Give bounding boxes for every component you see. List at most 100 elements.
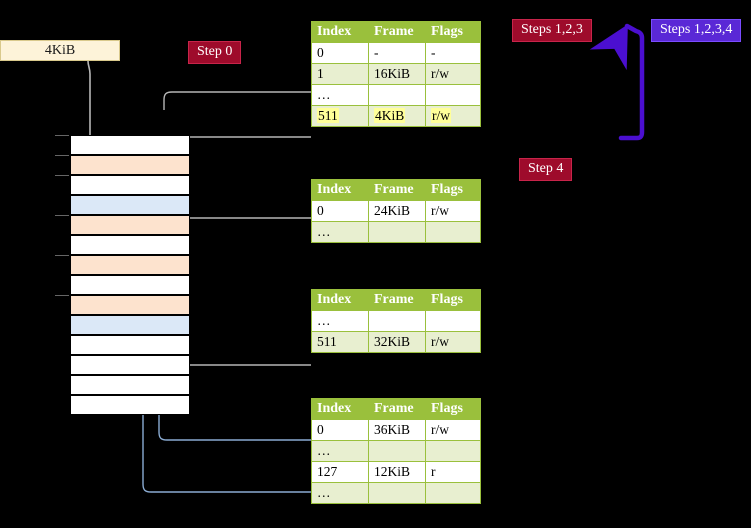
table-cell: [368, 221, 426, 243]
table-cell: …: [311, 84, 369, 106]
table-cell: [368, 440, 426, 462]
highlighted-value: 4KiB: [374, 108, 406, 123]
table-cell: 511: [311, 105, 369, 127]
table-cell: [368, 310, 426, 332]
memory-frame-row: [70, 335, 190, 355]
memory-frame-row: [70, 135, 190, 155]
memory-frame-row: [70, 375, 190, 395]
table-cell: …: [311, 482, 369, 504]
table-cell: [368, 482, 426, 504]
table-cell: …: [311, 440, 369, 462]
wire-table2-row511-to-memory: [168, 316, 311, 366]
memory-frame-row: [70, 155, 190, 175]
memory-frame-row: [70, 295, 190, 315]
table-row: …: [311, 440, 481, 462]
memory-frame-tick: [55, 295, 69, 296]
memory-frame-tick: [55, 255, 69, 256]
table-header-index: Index: [311, 289, 369, 311]
highlighted-value: r/w: [431, 108, 451, 123]
wire-table1-row0-to-memory: [177, 217, 311, 254]
table-cell: 4KiB: [368, 105, 426, 127]
table-cell: r/w: [425, 105, 481, 127]
badge-steps-1-2-3: Steps 1,2,3: [512, 19, 592, 42]
table-header-flags: Flags: [425, 21, 481, 43]
table-row: …: [311, 482, 481, 504]
table-cell: r/w: [425, 331, 481, 353]
table-row: 0--: [311, 42, 481, 64]
badge-step-0: Step 0: [188, 41, 242, 64]
table-row: …: [311, 310, 481, 332]
memory-frame-row: [70, 315, 190, 335]
table-row: 511 4KiB r/w: [311, 105, 481, 127]
table-header-flags: Flags: [425, 289, 481, 311]
memory-frame-tick: [55, 135, 69, 136]
badge-step-4: Step 4: [519, 158, 573, 181]
table-cell: 0: [311, 200, 369, 222]
memory-frame-row: [70, 235, 190, 255]
table-cell: [425, 84, 481, 106]
memory-frame-row: [70, 255, 190, 275]
table-cell: r/w: [425, 419, 481, 441]
table-cell: r/w: [425, 200, 481, 222]
table-cell: 36KiB: [368, 419, 426, 441]
table-row: …: [311, 221, 481, 243]
table-cell: 511: [311, 331, 369, 353]
table-cell: 1: [311, 63, 369, 85]
table-header-index: Index: [311, 398, 369, 420]
table-cell: 0: [311, 419, 369, 441]
table-cell: [425, 310, 481, 332]
table-cell: [368, 84, 426, 106]
table-header-index: Index: [311, 179, 369, 201]
table-cell: [425, 482, 481, 504]
table-header-frame: Frame: [368, 289, 426, 311]
wire-table3-row0-to-memory: [148, 339, 311, 441]
table-header-frame: Frame: [368, 179, 426, 201]
table-cell: 127: [311, 461, 369, 483]
memory-frame-row: [70, 395, 190, 415]
table-cell: 12KiB: [368, 461, 426, 483]
kib-box-label: 4KiB: [44, 42, 76, 58]
memory-frame-row: [70, 215, 190, 235]
table-row: …: [311, 84, 481, 106]
table-cell: …: [311, 310, 369, 332]
table-cell: 24KiB: [368, 200, 426, 222]
table-header-flags: Flags: [425, 398, 481, 420]
highlighted-value: 511: [317, 108, 339, 123]
table-cell: r/w: [425, 63, 481, 85]
table-cell: [425, 440, 481, 462]
memory-column: [55, 135, 190, 415]
table-cell: [425, 221, 481, 243]
memory-frame-row: [70, 175, 190, 195]
memory-frame-row: [70, 275, 190, 295]
memory-frame-tick: [55, 175, 69, 176]
table-cell: …: [311, 221, 369, 243]
wire-4kib-to-memory: [87, 60, 102, 155]
table-cell: r: [425, 461, 481, 483]
table-cell: 32KiB: [368, 331, 426, 353]
table-header-frame: Frame: [368, 398, 426, 420]
memory-frame-row: [70, 195, 190, 215]
memory-frame-tick: [55, 155, 69, 156]
table-cell: -: [425, 42, 481, 64]
wire-table0-top-to-memory: [163, 91, 311, 110]
table-cell: 16KiB: [368, 63, 426, 85]
memory-frame-tick: [55, 215, 69, 216]
kib-box: 4KiB: [0, 40, 120, 61]
wire-table3-row127-to-memory: [132, 224, 311, 493]
memory-frame-row: [70, 355, 190, 375]
table-header-flags: Flags: [425, 179, 481, 201]
table-header-index: Index: [311, 21, 369, 43]
table-cell: -: [368, 42, 426, 64]
table-header-frame: Frame: [368, 21, 426, 43]
badge-steps-1-2-3-4: Steps 1,2,3,4: [651, 19, 742, 42]
